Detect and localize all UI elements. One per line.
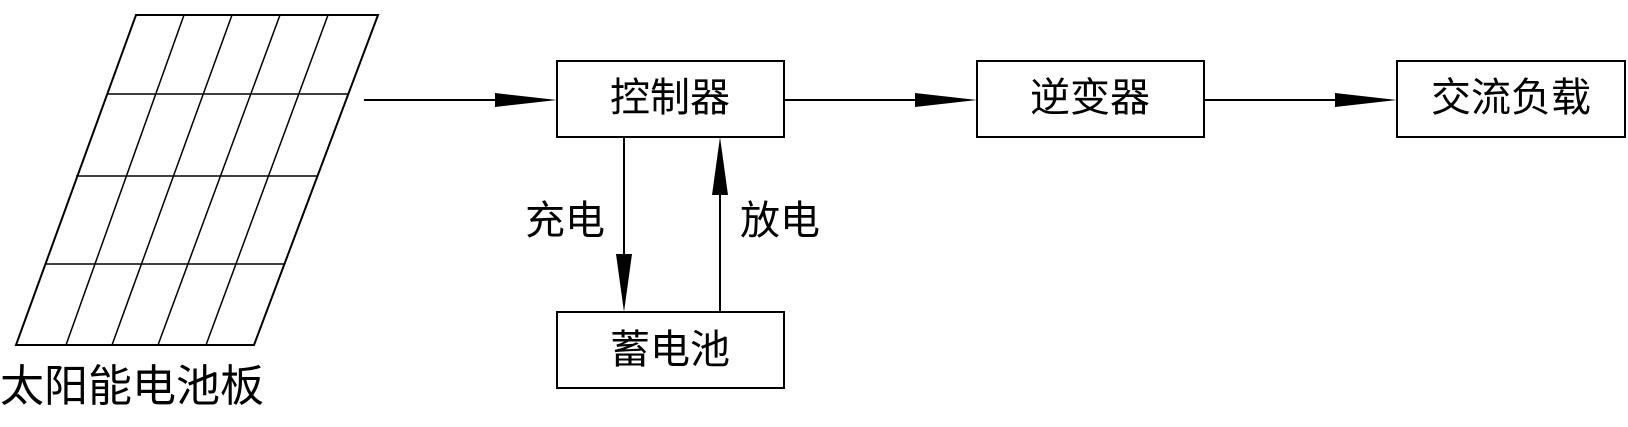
inverter-to-load-arrowhead (1335, 93, 1397, 107)
controller-label: 控制器 (610, 75, 730, 121)
ac-load-box (1396, 60, 1626, 138)
discharge-label: 放电 (740, 198, 820, 244)
solar-panel-grid-line (157, 14, 281, 346)
solar-panel-grid-line (205, 14, 329, 346)
solar-panel-grid-line (111, 14, 233, 346)
ac-load-label: 交流负载 (1431, 75, 1591, 121)
charge-label: 充电 (525, 198, 605, 244)
solar-panel-outline (14, 14, 380, 346)
solar-panel-label: 太阳能电池板 (0, 361, 264, 412)
inverter-label: 逆变器 (1030, 75, 1150, 121)
battery-box (556, 311, 785, 389)
panel-to-controller-arrowhead (495, 93, 557, 107)
controller-to-inverter-arrowhead (915, 93, 977, 107)
solar-panel-graphic (14, 14, 380, 346)
solar-panel-grid-line (65, 14, 185, 346)
discharge-arrowhead (712, 137, 728, 195)
charge-arrowhead (616, 254, 632, 312)
battery-label: 蓄电池 (610, 327, 730, 373)
